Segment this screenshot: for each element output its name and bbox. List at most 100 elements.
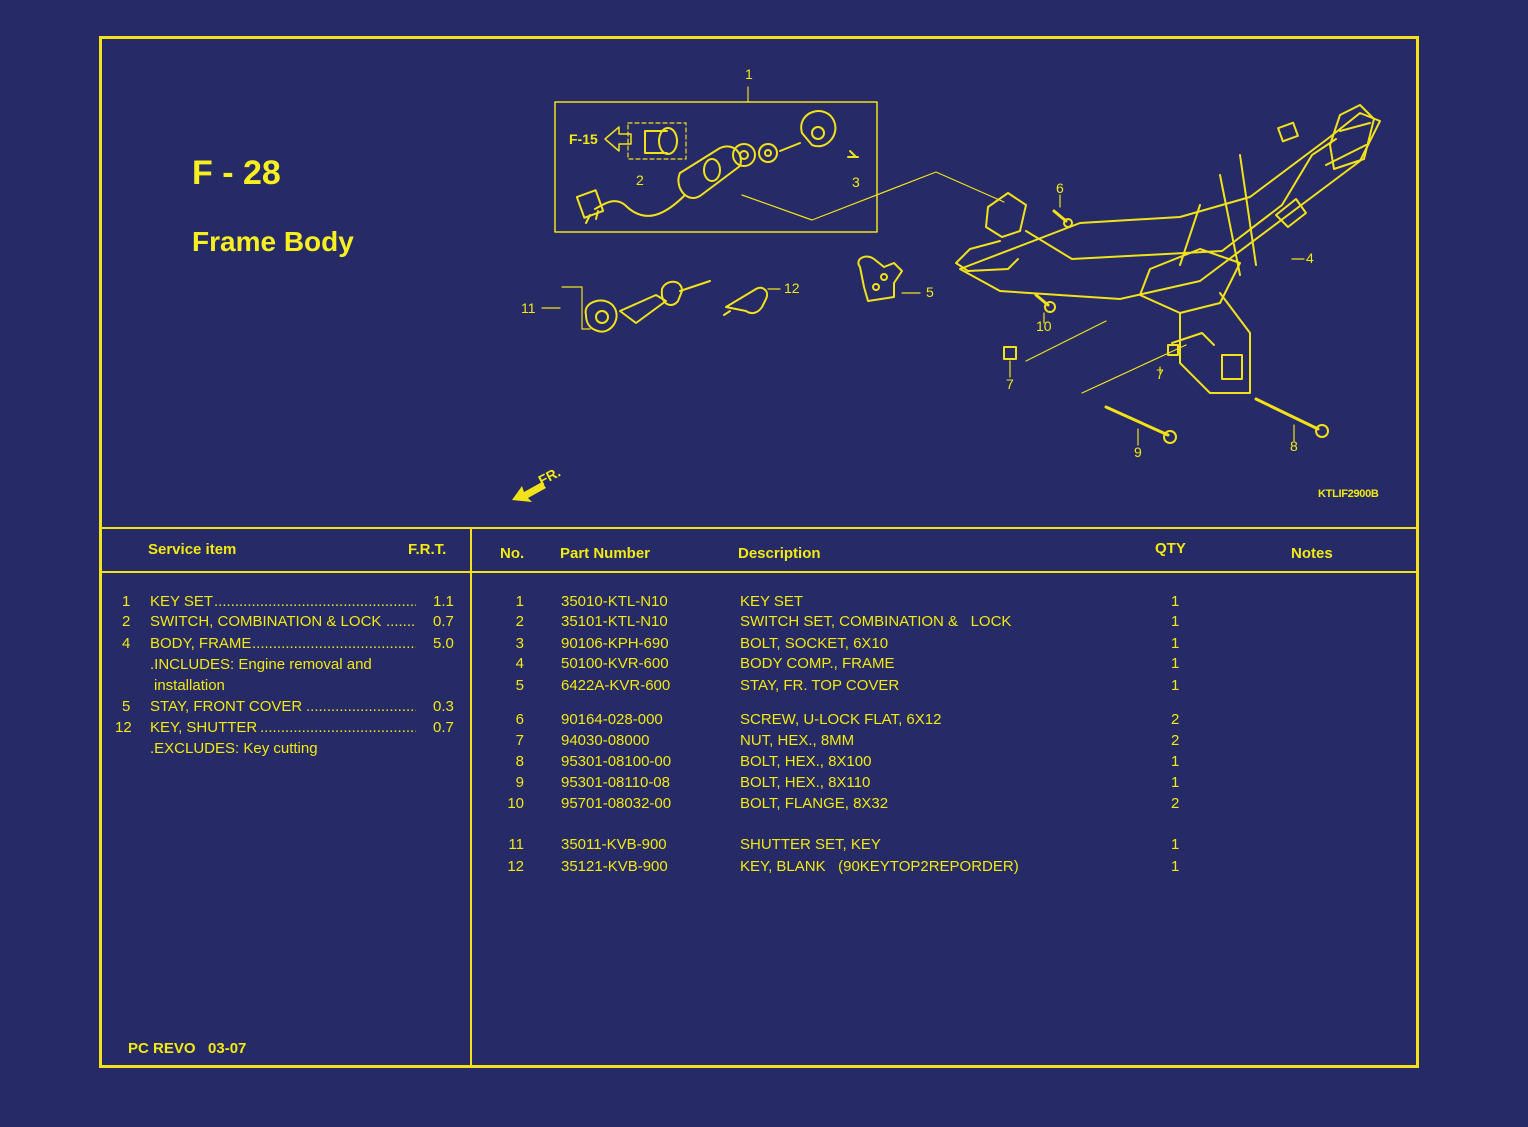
part-qty: 1 xyxy=(1171,774,1180,791)
ref-label: F-15 xyxy=(569,131,598,147)
part-number: 95301-08100-00 xyxy=(561,753,672,770)
part-no: 2 xyxy=(515,613,524,630)
part-description: BOLT, HEX., 8X110 xyxy=(740,774,871,791)
stay-part xyxy=(857,255,903,302)
model-footer: PC REVO 03-07 xyxy=(128,1040,247,1057)
service-no: 12 xyxy=(115,719,132,736)
page-title: Frame Body xyxy=(192,226,354,257)
table-header-divider xyxy=(99,571,1419,573)
part-number: 95701-08032-00 xyxy=(561,795,672,812)
part-no: 12 xyxy=(507,858,524,875)
part-number: 94030-08000 xyxy=(561,732,650,749)
callout-6: 6 xyxy=(1056,180,1064,196)
parts-header-qty: QTY xyxy=(1155,540,1186,557)
service-item: KEY SET xyxy=(150,593,214,610)
page-code: F - 28 xyxy=(192,154,281,192)
service-no: 2 xyxy=(122,613,131,630)
part-no: 8 xyxy=(515,753,524,770)
part-number: 90106-KPH-690 xyxy=(561,635,669,652)
part-qty: 1 xyxy=(1171,753,1180,770)
part-qty: 1 xyxy=(1171,858,1180,875)
switch-group-box xyxy=(554,101,878,233)
part-qty: 1 xyxy=(1171,655,1180,672)
leader-dots: ........................................… xyxy=(214,593,416,610)
callout-9: 9 xyxy=(1134,444,1142,460)
part-qty: 2 xyxy=(1171,732,1180,749)
leader-dots: ........................................… xyxy=(260,719,416,736)
service-note: .EXCLUDES: Key cutting xyxy=(150,740,318,757)
part-qty: 1 xyxy=(1171,593,1180,610)
part-no: 1 xyxy=(515,593,524,610)
part-description: KEY, BLANK (90KEYTOP2REPORDER) xyxy=(740,858,1019,875)
parts-header-part: Part Number xyxy=(560,545,651,562)
service-no: 4 xyxy=(122,635,131,652)
part-description: KEY SET xyxy=(740,593,804,610)
part-description: BOLT, HEX., 8X100 xyxy=(740,753,872,770)
shutter-part xyxy=(584,299,618,333)
part-number: 50100-KVR-600 xyxy=(561,655,669,672)
part-number: 35101-KTL-N10 xyxy=(561,613,668,630)
part-number: 35010-KTL-N10 xyxy=(561,593,668,610)
callout-4: 4 xyxy=(1306,250,1314,266)
part-number: 90164-028-000 xyxy=(561,711,663,728)
leader-dots: .......... xyxy=(386,613,416,630)
part-qty: 1 xyxy=(1171,613,1180,630)
part-no: 3 xyxy=(515,635,524,652)
cap-part xyxy=(800,110,837,148)
part-qty: 1 xyxy=(1171,677,1180,694)
switch-body xyxy=(677,145,742,199)
callout-7a: 7 xyxy=(1006,376,1014,392)
part-no: 5 xyxy=(515,677,524,694)
parts-header-no: No. xyxy=(500,545,525,562)
service-frt: 1.1 xyxy=(433,593,454,610)
part-no: 10 xyxy=(507,795,524,812)
part-number: 95301-08110-08 xyxy=(561,774,670,791)
part-qty: 1 xyxy=(1171,836,1180,853)
frame-body xyxy=(955,104,1381,394)
service-note: .INCLUDES: Engine removal and xyxy=(150,656,372,673)
service-frt: 0.7 xyxy=(433,719,454,736)
parts-header-notes: Notes xyxy=(1291,545,1333,562)
part-number: 35011-KVB-900 xyxy=(561,836,667,853)
part-description: BODY COMP., FRAME xyxy=(740,655,895,672)
callout-7b: 7 xyxy=(1156,366,1164,382)
service-header-frt: F.R.T. xyxy=(408,541,447,558)
callout-11: 11 xyxy=(521,300,536,316)
service-frt: 5.0 xyxy=(433,635,454,652)
part-qty: 2 xyxy=(1171,795,1180,812)
service-frt: 0.7 xyxy=(433,613,454,630)
callout-8: 8 xyxy=(1290,438,1298,454)
callout-10: 10 xyxy=(1036,318,1052,334)
leader-dots: ........................................ xyxy=(306,698,416,715)
service-no: 5 xyxy=(122,698,131,715)
service-item: SWITCH, COMBINATION & LOCK xyxy=(150,613,382,630)
part-qty: 2 xyxy=(1171,711,1180,728)
parts-diagram xyxy=(541,86,1381,446)
callout-3: 3 xyxy=(852,174,860,190)
service-header-item: Service item xyxy=(148,541,237,558)
part-number: 35121-KVB-900 xyxy=(561,858,668,875)
service-item: STAY, FRONT COVER xyxy=(150,698,303,715)
part-description: BOLT, FLANGE, 8X32 xyxy=(740,795,889,812)
callout-1: 1 xyxy=(745,66,753,82)
part-no: 7 xyxy=(515,732,524,749)
callout-5: 5 xyxy=(926,284,934,300)
callout-12: 12 xyxy=(784,280,800,296)
part-no: 6 xyxy=(515,711,524,728)
part-description: SCREW, U-LOCK FLAT, 6X12 xyxy=(740,711,942,728)
service-note: installation xyxy=(154,677,225,694)
part-no: 9 xyxy=(515,774,524,791)
ref-arrow-icon xyxy=(604,126,632,152)
service-frt: 0.3 xyxy=(433,698,454,715)
column-divider xyxy=(470,528,472,1068)
part-description: NUT, HEX., 8MM xyxy=(740,732,855,749)
page-frame xyxy=(99,36,1419,1068)
part-qty: 1 xyxy=(1171,635,1180,652)
image-id: KTLIF2900B xyxy=(1318,488,1379,500)
part-no: 11 xyxy=(508,836,524,853)
part-description: BOLT, SOCKET, 6X10 xyxy=(740,635,889,652)
service-item: KEY, SHUTTER xyxy=(150,719,258,736)
part-no: 4 xyxy=(515,655,524,672)
part-description: SHUTTER SET, KEY xyxy=(740,836,881,853)
part-description: STAY, FR. TOP COVER xyxy=(740,677,900,694)
